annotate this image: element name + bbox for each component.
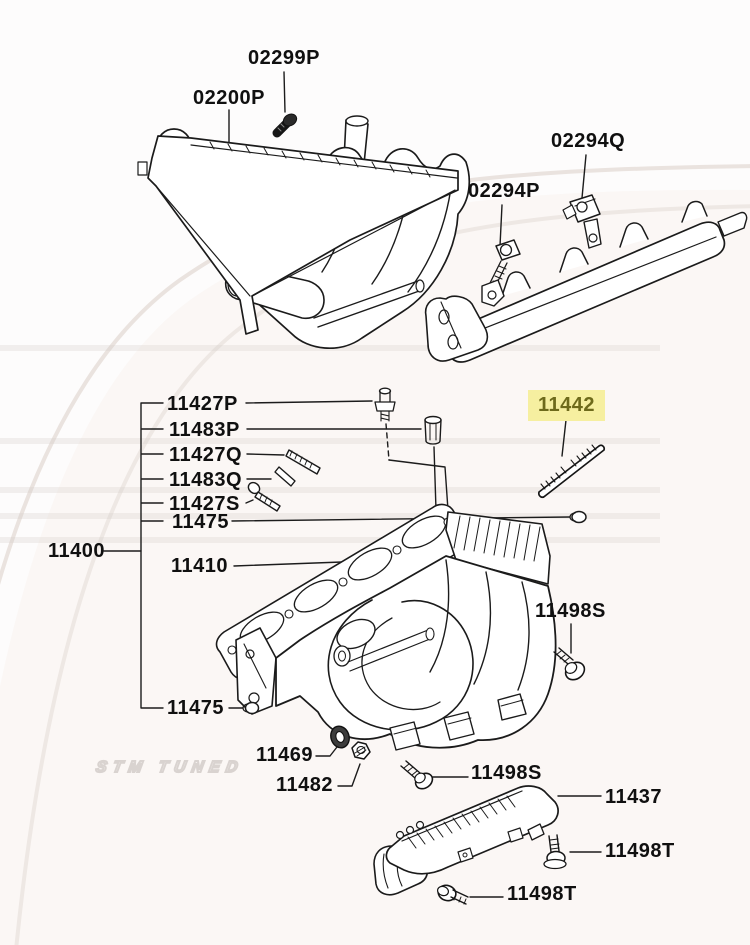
part-label-11410[interactable]: 11410 bbox=[171, 555, 229, 577]
part-label-11498S-bottom[interactable]: 11498S bbox=[471, 762, 542, 784]
sleeve-icon-11483p bbox=[424, 415, 442, 445]
part-label-02294Q[interactable]: 02294Q bbox=[551, 130, 626, 152]
part-label-02200P[interactable]: 02200P bbox=[193, 87, 265, 109]
exhaust-manifold-drawing bbox=[137, 115, 471, 349]
part-label-11400[interactable]: 11400 bbox=[48, 540, 106, 562]
engine-cover-drawing bbox=[373, 785, 559, 896]
fuel-rail-drawing bbox=[424, 194, 748, 363]
part-label-11427Q[interactable]: 11427Q bbox=[169, 444, 243, 466]
part-label-11437[interactable]: 11437 bbox=[605, 786, 663, 808]
part-label-11498S-right[interactable]: 11498S bbox=[535, 600, 606, 622]
bolt-icon-11498t-mid bbox=[543, 834, 567, 870]
stud-icon-11427q bbox=[285, 449, 321, 475]
nut-icon-11482 bbox=[351, 741, 371, 760]
part-label-11427S[interactable]: 11427S bbox=[169, 493, 240, 515]
fitting-icon-11427p bbox=[374, 387, 396, 422]
intake-manifold-drawing bbox=[215, 503, 557, 751]
part-label-11427P[interactable]: 11427P bbox=[167, 393, 238, 415]
stud-icon-11427s bbox=[247, 481, 281, 512]
part-label-02294P[interactable]: 02294P bbox=[468, 180, 540, 202]
part-label-11498T-bottom[interactable]: 11498T bbox=[507, 883, 577, 905]
part-label-11483Q[interactable]: 11483Q bbox=[169, 469, 243, 491]
cap-icon-11475-lower bbox=[242, 701, 260, 715]
grommet-icon-11469 bbox=[330, 725, 350, 749]
part-label-11475-lower[interactable]: 11475 bbox=[167, 697, 225, 719]
part-label-11442-highlighted[interactable]: 11442 bbox=[528, 390, 606, 421]
bolt-icon-11498s-bottom bbox=[400, 760, 434, 790]
cap-icon-11475-upper bbox=[569, 510, 587, 524]
pin-icon-11483q bbox=[274, 466, 296, 487]
stud-icon-11442 bbox=[538, 444, 606, 499]
part-label-11475-upper[interactable]: 11475 bbox=[172, 511, 230, 533]
part-label-11498T-mid[interactable]: 11498T bbox=[605, 840, 675, 862]
leader-lines bbox=[103, 71, 602, 898]
bolt-icon-11498s-right bbox=[553, 647, 586, 681]
part-label-02299P[interactable]: 02299P bbox=[248, 47, 320, 69]
bolt-icon-02299p bbox=[272, 113, 298, 138]
part-label-11469[interactable]: 11469 bbox=[256, 744, 314, 766]
bolt-icon-11498t-bottom bbox=[437, 884, 469, 905]
part-label-11483P[interactable]: 11483P bbox=[169, 419, 240, 441]
part-label-11482[interactable]: 11482 bbox=[276, 774, 334, 796]
